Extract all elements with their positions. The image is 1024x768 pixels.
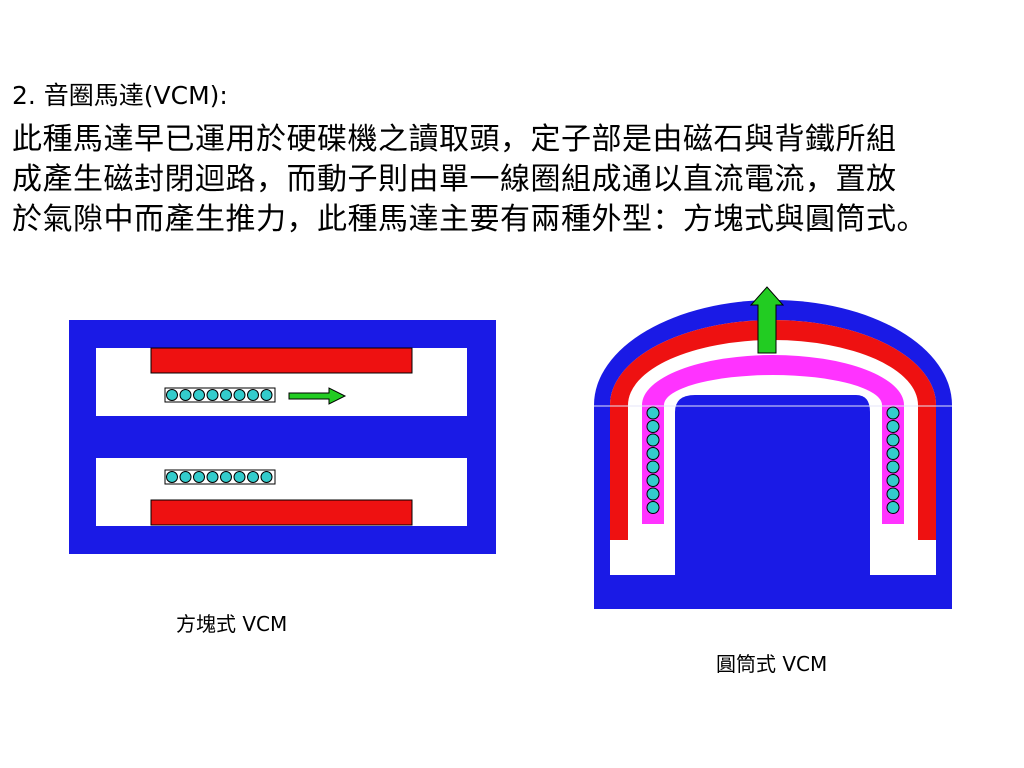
coil-turn [646, 487, 660, 501]
coil-turn [206, 389, 219, 401]
cylinder-vcm-left-coil [646, 406, 660, 514]
coil-turn [220, 389, 232, 401]
coil-turn [646, 447, 660, 460]
cylinder-vcm-caption: 圓筒式 VCM [716, 652, 828, 676]
box-vcm-force-arrow [288, 387, 347, 405]
cylinder-vcm-inner-yoke [675, 395, 870, 575]
coil-turn [220, 471, 232, 483]
box-vcm-upper-coil [166, 389, 273, 401]
coil-turn [886, 474, 900, 487]
coil-turn [233, 471, 246, 483]
coil-turn [166, 389, 178, 401]
box-vcm-lower-coil [166, 471, 273, 483]
cylinder-vcm-diagram [594, 286, 952, 609]
coil-turn [260, 471, 273, 483]
coil-turn [193, 471, 205, 483]
coil-turn [206, 471, 219, 483]
slide-heading: 2. 音圈馬達(VCM): [12, 81, 228, 110]
cylinder-vcm-right-coil [886, 406, 900, 514]
box-vcm-upper-magnet [150, 347, 413, 374]
coil-turn [247, 471, 259, 483]
coil-turn [886, 487, 900, 501]
coil-turn [646, 406, 660, 420]
coil-turn [646, 420, 660, 433]
body-text-line-2: 成產生磁封閉迴路，而動子則由單一線圈組成通以直流電流，置放 [12, 162, 897, 197]
coil-turn [886, 460, 900, 474]
box-vcm-caption: 方塊式 VCM [176, 612, 288, 636]
coil-turn [886, 433, 900, 447]
coil-turn [646, 433, 660, 447]
coil-turn [193, 389, 205, 401]
coil-turn [166, 471, 178, 483]
box-vcm-lower-magnet [150, 499, 413, 526]
coil-turn [247, 389, 259, 401]
coil-turn [179, 389, 192, 401]
body-text-line-1: 此種馬達早已運用於硬碟機之讀取頭，定子部是由磁石與背鐵所組 [12, 122, 897, 157]
coil-turn [886, 447, 900, 460]
box-vcm-diagram [69, 320, 496, 554]
coil-turn [260, 389, 273, 401]
coil-turn [179, 471, 192, 483]
coil-turn [886, 420, 900, 433]
coil-turn [886, 501, 900, 514]
coil-turn [646, 460, 660, 474]
body-text-line-3: 於氣隙中而產生推力，此種馬達主要有兩種外型：方塊式與圓筒式。 [12, 202, 927, 237]
coil-turn [646, 474, 660, 487]
coil-turn [886, 406, 900, 420]
cylinder-vcm-force-arrow [749, 286, 785, 354]
coil-turn [233, 389, 246, 401]
coil-turn [646, 501, 660, 514]
